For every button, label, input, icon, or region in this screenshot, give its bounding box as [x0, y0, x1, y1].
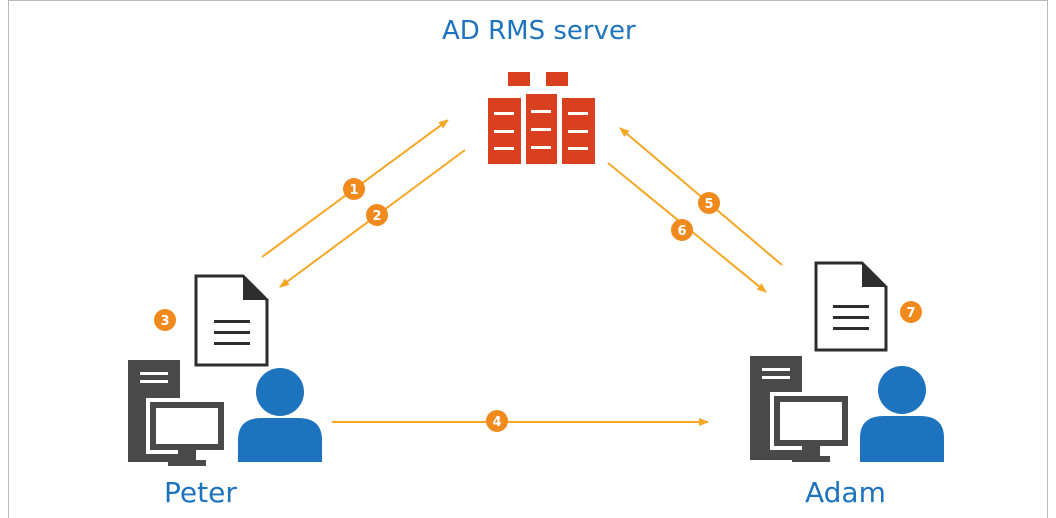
recipient-name: Adam — [805, 476, 886, 509]
sender-name: Peter — [164, 476, 237, 509]
arrows — [261, 119, 783, 426]
step-badge-5: 5 — [698, 192, 720, 214]
document-icon — [194, 274, 269, 367]
svg-text:6: 6 — [677, 224, 686, 239]
step-badge-3: 3 — [154, 309, 176, 331]
document-icon — [814, 261, 888, 352]
step-badge-4: 4 — [486, 410, 508, 432]
step-badge-7: 7 — [900, 301, 922, 323]
step-badge-2: 2 — [366, 204, 388, 226]
svg-text:3: 3 — [160, 314, 169, 329]
svg-text:2: 2 — [372, 209, 381, 224]
svg-text:1: 1 — [349, 183, 358, 198]
step-badge-6: 6 — [671, 219, 693, 241]
desktop-computer-icon — [750, 356, 852, 462]
svg-text:7: 7 — [906, 306, 915, 321]
diagram-frame — [8, 0, 1048, 518]
svg-text:5: 5 — [704, 197, 713, 212]
desktop-computer-icon — [128, 360, 228, 466]
user-icon — [860, 366, 944, 462]
server-rack-icon — [488, 72, 595, 164]
user-icon — [238, 368, 322, 462]
svg-text:4: 4 — [492, 415, 501, 430]
step-badge-1: 1 — [343, 178, 365, 200]
server-title: AD RMS server — [442, 16, 636, 46]
